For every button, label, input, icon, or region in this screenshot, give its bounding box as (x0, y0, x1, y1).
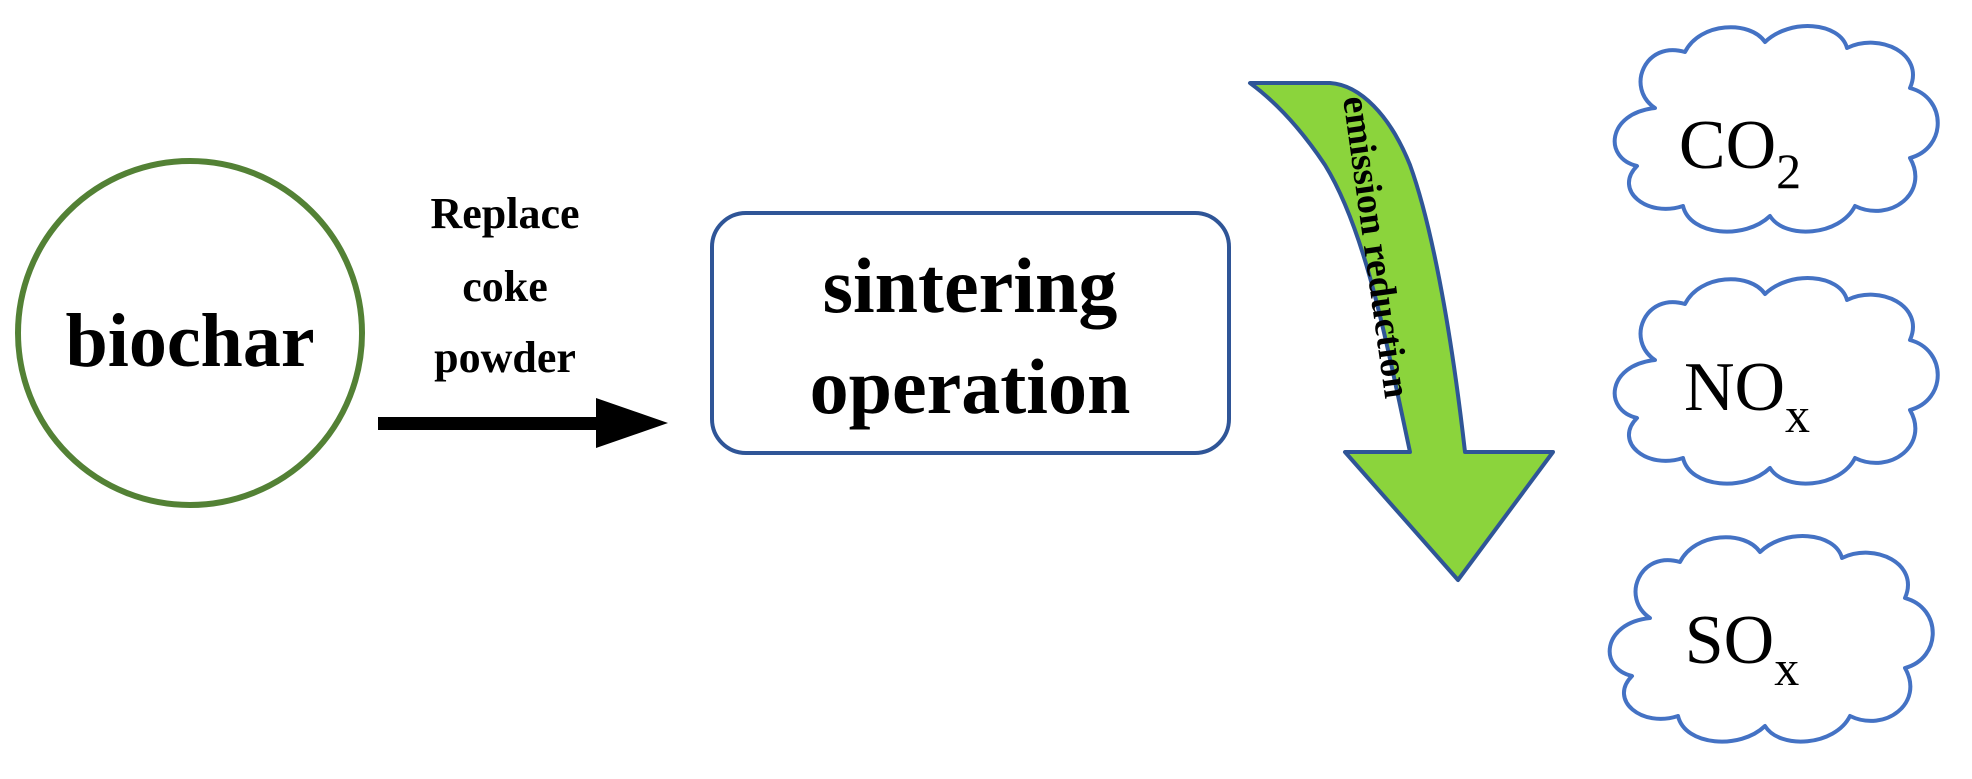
connector-label-line-3: powder (434, 333, 576, 382)
emission-label: CO2 (1679, 107, 1801, 199)
right-arrow-icon (378, 398, 668, 448)
sintering-operation-node: sintering operation (710, 211, 1231, 455)
process-label-line-1: sintering (823, 242, 1118, 329)
emission-reduction-arrow: emission reduction (1248, 81, 1555, 582)
biochar-node: biochar (15, 158, 365, 508)
emission-nox: NOx (1612, 276, 1940, 486)
arrow-shaft (378, 417, 598, 430)
arrow-head (596, 398, 668, 448)
cloud-icon (1612, 276, 1940, 486)
connector-label-line-2: coke (462, 262, 548, 311)
biochar-label: biochar (65, 299, 314, 383)
cloud-icon (1612, 24, 1940, 234)
emission-label: SOx (1685, 602, 1799, 696)
process-label-line-2: operation (810, 343, 1131, 430)
curved-arrow-shape (1248, 81, 1555, 582)
emission-sox: SOx (1607, 534, 1935, 744)
connector-label-line-1: Replace (430, 189, 579, 238)
biochar-circle (15, 158, 365, 508)
replace-coke-label: Replace coke powder (430, 189, 579, 382)
cloud-icon (1607, 534, 1935, 744)
emission-co2: CO2 (1612, 24, 1940, 234)
sintering-box (710, 211, 1231, 455)
emission-label: NOx (1684, 349, 1810, 443)
